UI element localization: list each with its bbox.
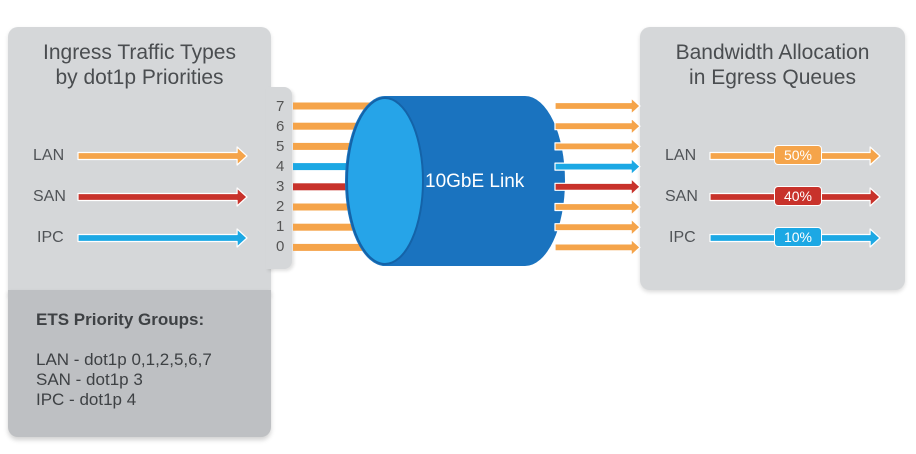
priority-line-5 [293, 142, 373, 150]
egress-percent-ipc: 10% [775, 228, 821, 246]
ingress-label-ipc: IPC [37, 229, 64, 246]
priority-line-3 [293, 183, 373, 191]
egress-arrow-2 [554, 198, 641, 216]
ingress-title-line2: by dot1p Priorities [55, 66, 224, 89]
egress-arrow-5 [554, 137, 641, 155]
ingress-arrow-lan [77, 146, 248, 166]
ingress-title: Ingress Traffic Types by dot1p Prioritie… [8, 40, 271, 90]
ingress-label-san: SAN [33, 188, 66, 205]
priority-line-2 [293, 203, 373, 211]
ets-line-ipc: IPC - dot1p 4 [36, 390, 137, 409]
priority-3: 3 [276, 178, 285, 195]
egress-arrow-6 [554, 117, 641, 135]
ingress-label-lan: LAN [33, 147, 65, 164]
ingress-arrow-san [77, 187, 248, 207]
egress-percent-san: 40% [775, 187, 821, 205]
ingress-arrow-ipc [77, 228, 248, 248]
link-label: 10GbE Link [425, 171, 525, 192]
ets-heading: ETS Priority Groups: [36, 310, 205, 329]
ingress-panel [8, 27, 271, 295]
priority-line-4 [293, 163, 373, 171]
egress-arrow-0 [554, 238, 641, 256]
egress-title: Bandwidth Allocation in Egress Queues [640, 40, 905, 90]
egress-title-line2: in Egress Queues [689, 66, 856, 89]
priority-line-0 [293, 243, 373, 251]
priority-1: 1 [276, 218, 285, 235]
egress-arrow-7 [554, 97, 641, 115]
egress-arrow-1 [554, 218, 641, 236]
priority-line-1 [293, 223, 373, 231]
priority-line-7 [293, 102, 373, 110]
ingress-title-line1: Ingress Traffic Types [43, 41, 236, 64]
priority-tab [266, 87, 292, 269]
ets-panel [8, 290, 271, 437]
priority-5: 5 [276, 138, 285, 155]
priority-6: 6 [276, 118, 285, 135]
priority-2: 2 [276, 198, 285, 215]
egress-percent-lan: 50% [775, 146, 821, 164]
egress-label-ipc: IPC [669, 229, 696, 246]
priority-7: 7 [276, 98, 285, 115]
ets-line-lan: LAN - dot1p 0,1,2,5,6,7 [36, 350, 212, 369]
egress-label-lan: LAN [665, 147, 697, 164]
priority-4: 4 [276, 158, 285, 175]
ets-line-san: SAN - dot1p 3 [36, 370, 143, 389]
egress-arrow-4 [554, 158, 641, 176]
priority-0: 0 [276, 238, 285, 255]
priority-line-6 [293, 122, 373, 130]
link-cylinder-face [346, 97, 424, 265]
egress-title-line1: Bandwidth Allocation [675, 41, 870, 64]
egress-arrow-3 [554, 178, 641, 196]
egress-label-san: SAN [665, 188, 698, 205]
